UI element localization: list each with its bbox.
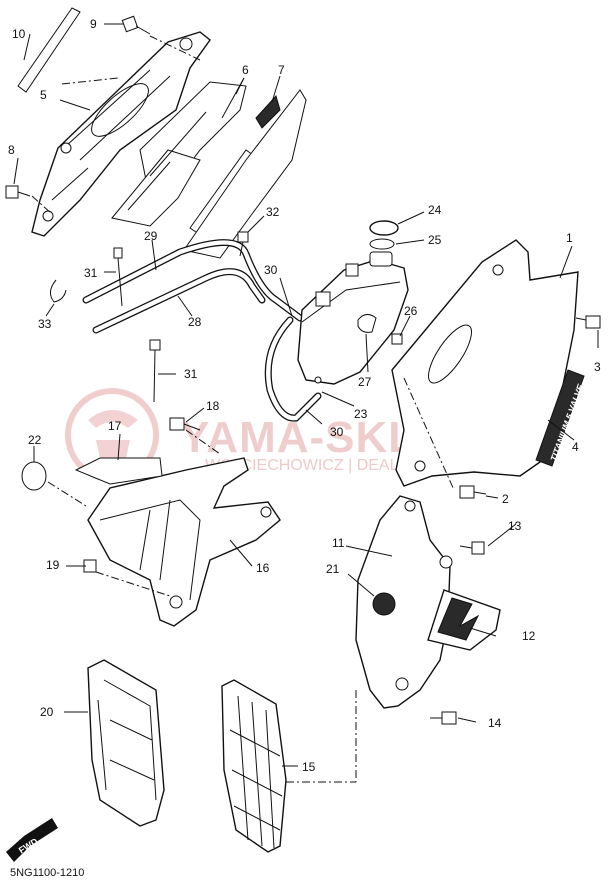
label-part-24: 24	[428, 203, 442, 217]
label-part-30-b: 30	[330, 425, 344, 439]
label-part-10: 10	[12, 27, 26, 41]
label-part-8: 8	[8, 143, 15, 157]
part-27-clamp	[357, 314, 377, 333]
label-part-33: 33	[38, 317, 52, 331]
label-part-26: 26	[404, 304, 418, 318]
label-part-14: 14	[488, 716, 502, 730]
part-14-bolt	[430, 711, 457, 725]
label-part-19: 19	[46, 558, 60, 572]
part-25-gasket	[369, 238, 395, 250]
part-3-bolt	[575, 315, 601, 329]
part-7-pad	[183, 89, 307, 259]
part-1-side-cover	[391, 239, 579, 487]
label-part-11: 11	[332, 536, 345, 550]
part-8-bolt	[5, 185, 31, 199]
part-33-clip	[50, 279, 67, 303]
part-23-reservoir-tank	[297, 251, 409, 385]
label-part-23: 23	[354, 407, 368, 421]
label-part-31-b: 31	[184, 367, 198, 381]
part-32-bolt	[237, 231, 249, 257]
label-part-1: 1	[566, 231, 573, 245]
label-part-16: 16	[256, 561, 270, 575]
watermark-logo-mark	[88, 410, 138, 458]
part-26-bolt	[391, 333, 403, 345]
part-30-breather-hose	[264, 316, 322, 422]
part-12-graphic	[427, 589, 501, 651]
label-part-9: 9	[90, 17, 97, 31]
part-2-bolt	[459, 485, 487, 499]
part-24-cap	[369, 220, 399, 236]
part-18-bolt	[169, 417, 201, 431]
label-part-25: 25	[428, 233, 442, 247]
label-part-3: 3	[594, 360, 601, 374]
label-part-17: 17	[108, 419, 122, 433]
diagram-code: 5NG1100-1210	[10, 867, 84, 879]
label-part-28: 28	[188, 315, 202, 329]
label-part-12: 12	[522, 629, 536, 643]
fwd-arrow-icon: FWD	[6, 818, 58, 862]
part-21-emblem	[372, 592, 396, 616]
parts-28-29-hoses	[82, 239, 304, 334]
part-9-bolt	[121, 15, 151, 35]
label-part-4: 4	[572, 440, 579, 454]
label-part-32: 32	[266, 205, 280, 219]
part-10-strip	[17, 7, 81, 93]
label-part-13: 13	[508, 519, 522, 533]
label-part-30-a: 30	[264, 263, 278, 277]
part-15-radiator-louver	[221, 679, 287, 853]
label-part-22: 22	[28, 433, 42, 447]
label-part-29: 29	[144, 229, 158, 243]
part-16-air-scoop	[87, 457, 281, 627]
part-17-graphic	[74, 457, 163, 485]
part-11-shroud	[355, 495, 453, 709]
label-part-21: 21	[326, 562, 340, 576]
part-20-radiator-guard	[87, 659, 165, 827]
part-number-labels: 1 2 3 4 5 6 7 8 9 10 11 12 13 14 15 16 1…	[8, 17, 601, 774]
part-5-side-cover	[31, 31, 211, 237]
part-13-bolt	[459, 541, 485, 555]
label-part-18: 18	[206, 399, 220, 413]
label-part-5: 5	[40, 88, 47, 102]
part-31-cable-ties	[113, 247, 161, 403]
label-part-20: 20	[40, 705, 54, 719]
part-22-plug	[21, 461, 47, 491]
label-part-15: 15	[302, 760, 316, 774]
label-part-27: 27	[358, 375, 372, 389]
label-part-31-a: 31	[84, 266, 98, 280]
label-part-2: 2	[502, 492, 509, 506]
label-part-7: 7	[278, 63, 285, 77]
label-part-6: 6	[242, 63, 249, 77]
leader-lines	[13, 23, 599, 783]
